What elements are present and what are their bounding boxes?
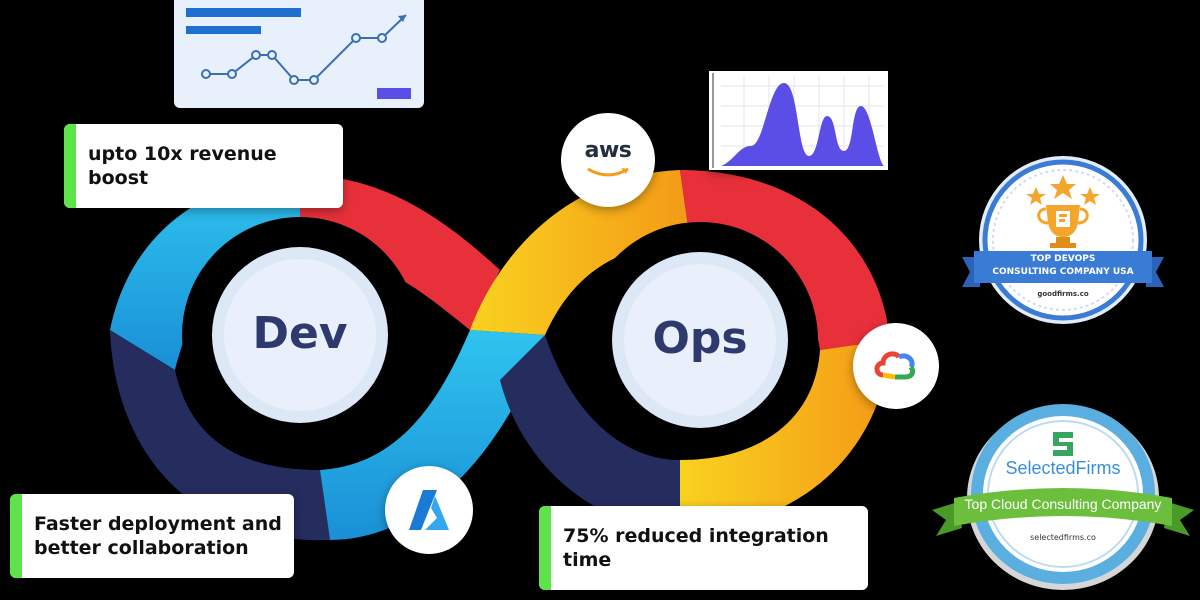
selectedfirms-ribbon-text: Top Cloud Consulting Company	[964, 496, 1162, 512]
google-cloud-icon	[874, 351, 916, 380]
left-ring-red	[300, 175, 500, 330]
callout-revenue: upto 10x revenue boost	[64, 124, 343, 208]
callout-deployment-line2: better collaboration	[34, 537, 249, 559]
goodfirms-site: goodfirms.co	[1037, 290, 1089, 298]
area-series	[721, 83, 884, 166]
chart-header-bar-2	[186, 26, 261, 34]
callout-revenue-text: upto 10x revenue boost	[88, 143, 277, 189]
chart-header-bar-1	[186, 8, 301, 17]
callout-accent-bar	[64, 124, 76, 208]
trend-line	[206, 14, 407, 81]
left-ring-navy	[110, 330, 330, 541]
aws-logo: aws	[561, 113, 655, 207]
azure-logo	[385, 466, 473, 554]
callout-integration: 75% reduced integration time	[539, 506, 868, 590]
callout-integration-text: 75% reduced integration time	[563, 525, 829, 571]
chart-legend-swatch	[377, 88, 411, 99]
right-ring-navy	[500, 335, 680, 530]
right-ring-yellow	[470, 170, 690, 335]
selectedfirms-site: selectedfirms.co	[1030, 533, 1096, 542]
ribbon-body	[954, 488, 1172, 526]
dev-label: Dev	[252, 308, 348, 359]
callout-deployment: Faster deployment and better collaborati…	[10, 494, 294, 578]
line-chart-card	[174, 0, 424, 108]
ops-label: Ops	[652, 313, 748, 364]
google-cloud-logo	[853, 323, 939, 409]
callout-accent-bar	[10, 494, 22, 578]
callout-accent-bar	[539, 506, 551, 590]
callout-deployment-text: Faster deployment and better collaborati…	[34, 494, 284, 578]
trophy-icon	[1037, 205, 1089, 248]
ribbon-body	[974, 251, 1152, 283]
star-icon	[1026, 175, 1100, 205]
selectedfirms-logo-icon	[1053, 432, 1073, 456]
goodfirms-line1: TOP DEVOPS	[1030, 254, 1096, 264]
aws-smile-icon	[587, 167, 629, 177]
left-ring-cyan-bottom	[320, 330, 545, 540]
goodfirms-line2: CONSULTING COMPANY USA	[992, 267, 1134, 277]
selectedfirms-brand: SelectedFirms	[1005, 458, 1121, 478]
area-chart-card	[709, 71, 888, 170]
azure-icon	[409, 490, 449, 530]
callout-deployment-line1: Faster deployment and	[34, 513, 282, 535]
trend-arrow-icon	[398, 15, 406, 22]
aws-wordmark: aws	[584, 138, 632, 163]
goodfirms-badge: TOP DEVOPS CONSULTING COMPANY USA goodfi…	[958, 153, 1168, 333]
selectedfirms-badge: SelectedFirms Top Cloud Consulting Compa…	[928, 398, 1198, 590]
right-ring-yellow-bottom	[680, 340, 890, 530]
